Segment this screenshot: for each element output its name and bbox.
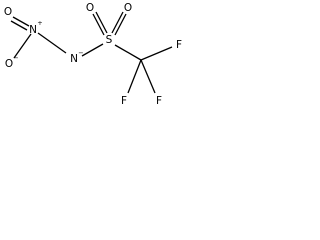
atoms: O N + O − N − S O O F F F xyxy=(4,2,182,107)
atom-f-bottom-right: F xyxy=(156,95,162,107)
atom-f-bottom-left: F xyxy=(121,95,127,107)
bond-s-o-right-2 xyxy=(114,13,127,36)
molecule-structure: O N + O − N − S O O F F F xyxy=(4,2,182,107)
bonds xyxy=(10,11,173,94)
bond-n-n xyxy=(37,32,67,54)
charge-o-minus: − xyxy=(13,54,18,62)
bond-o-n-double-2 xyxy=(10,20,28,31)
atom-s: S xyxy=(106,34,113,46)
charge-n-minus: − xyxy=(78,49,83,57)
atom-f-right: F xyxy=(176,39,182,51)
charge-n-nitro: + xyxy=(37,19,42,27)
bond-s-o-right-1 xyxy=(111,11,124,34)
bond-o-n-double-1 xyxy=(12,16,30,27)
bond-c-f-bottom-left xyxy=(127,59,142,94)
atom-o-sulfonyl-left: O xyxy=(86,2,94,14)
atom-o-minus: O xyxy=(5,58,13,70)
bond-s-o-left-1 xyxy=(92,13,105,36)
bond-n-o-single xyxy=(13,33,32,59)
atom-n-nitro: N xyxy=(29,24,37,36)
atom-n-minus: N xyxy=(70,53,78,65)
bond-s-c xyxy=(114,44,142,61)
bond-c-f-bottom-right xyxy=(140,59,156,94)
atom-o-sulfonyl-right: O xyxy=(124,2,132,14)
bond-n-s xyxy=(81,43,104,57)
bond-s-o-left-2 xyxy=(95,11,108,34)
bond-c-f-right xyxy=(140,46,173,61)
atom-o-top-left: O xyxy=(4,6,12,18)
